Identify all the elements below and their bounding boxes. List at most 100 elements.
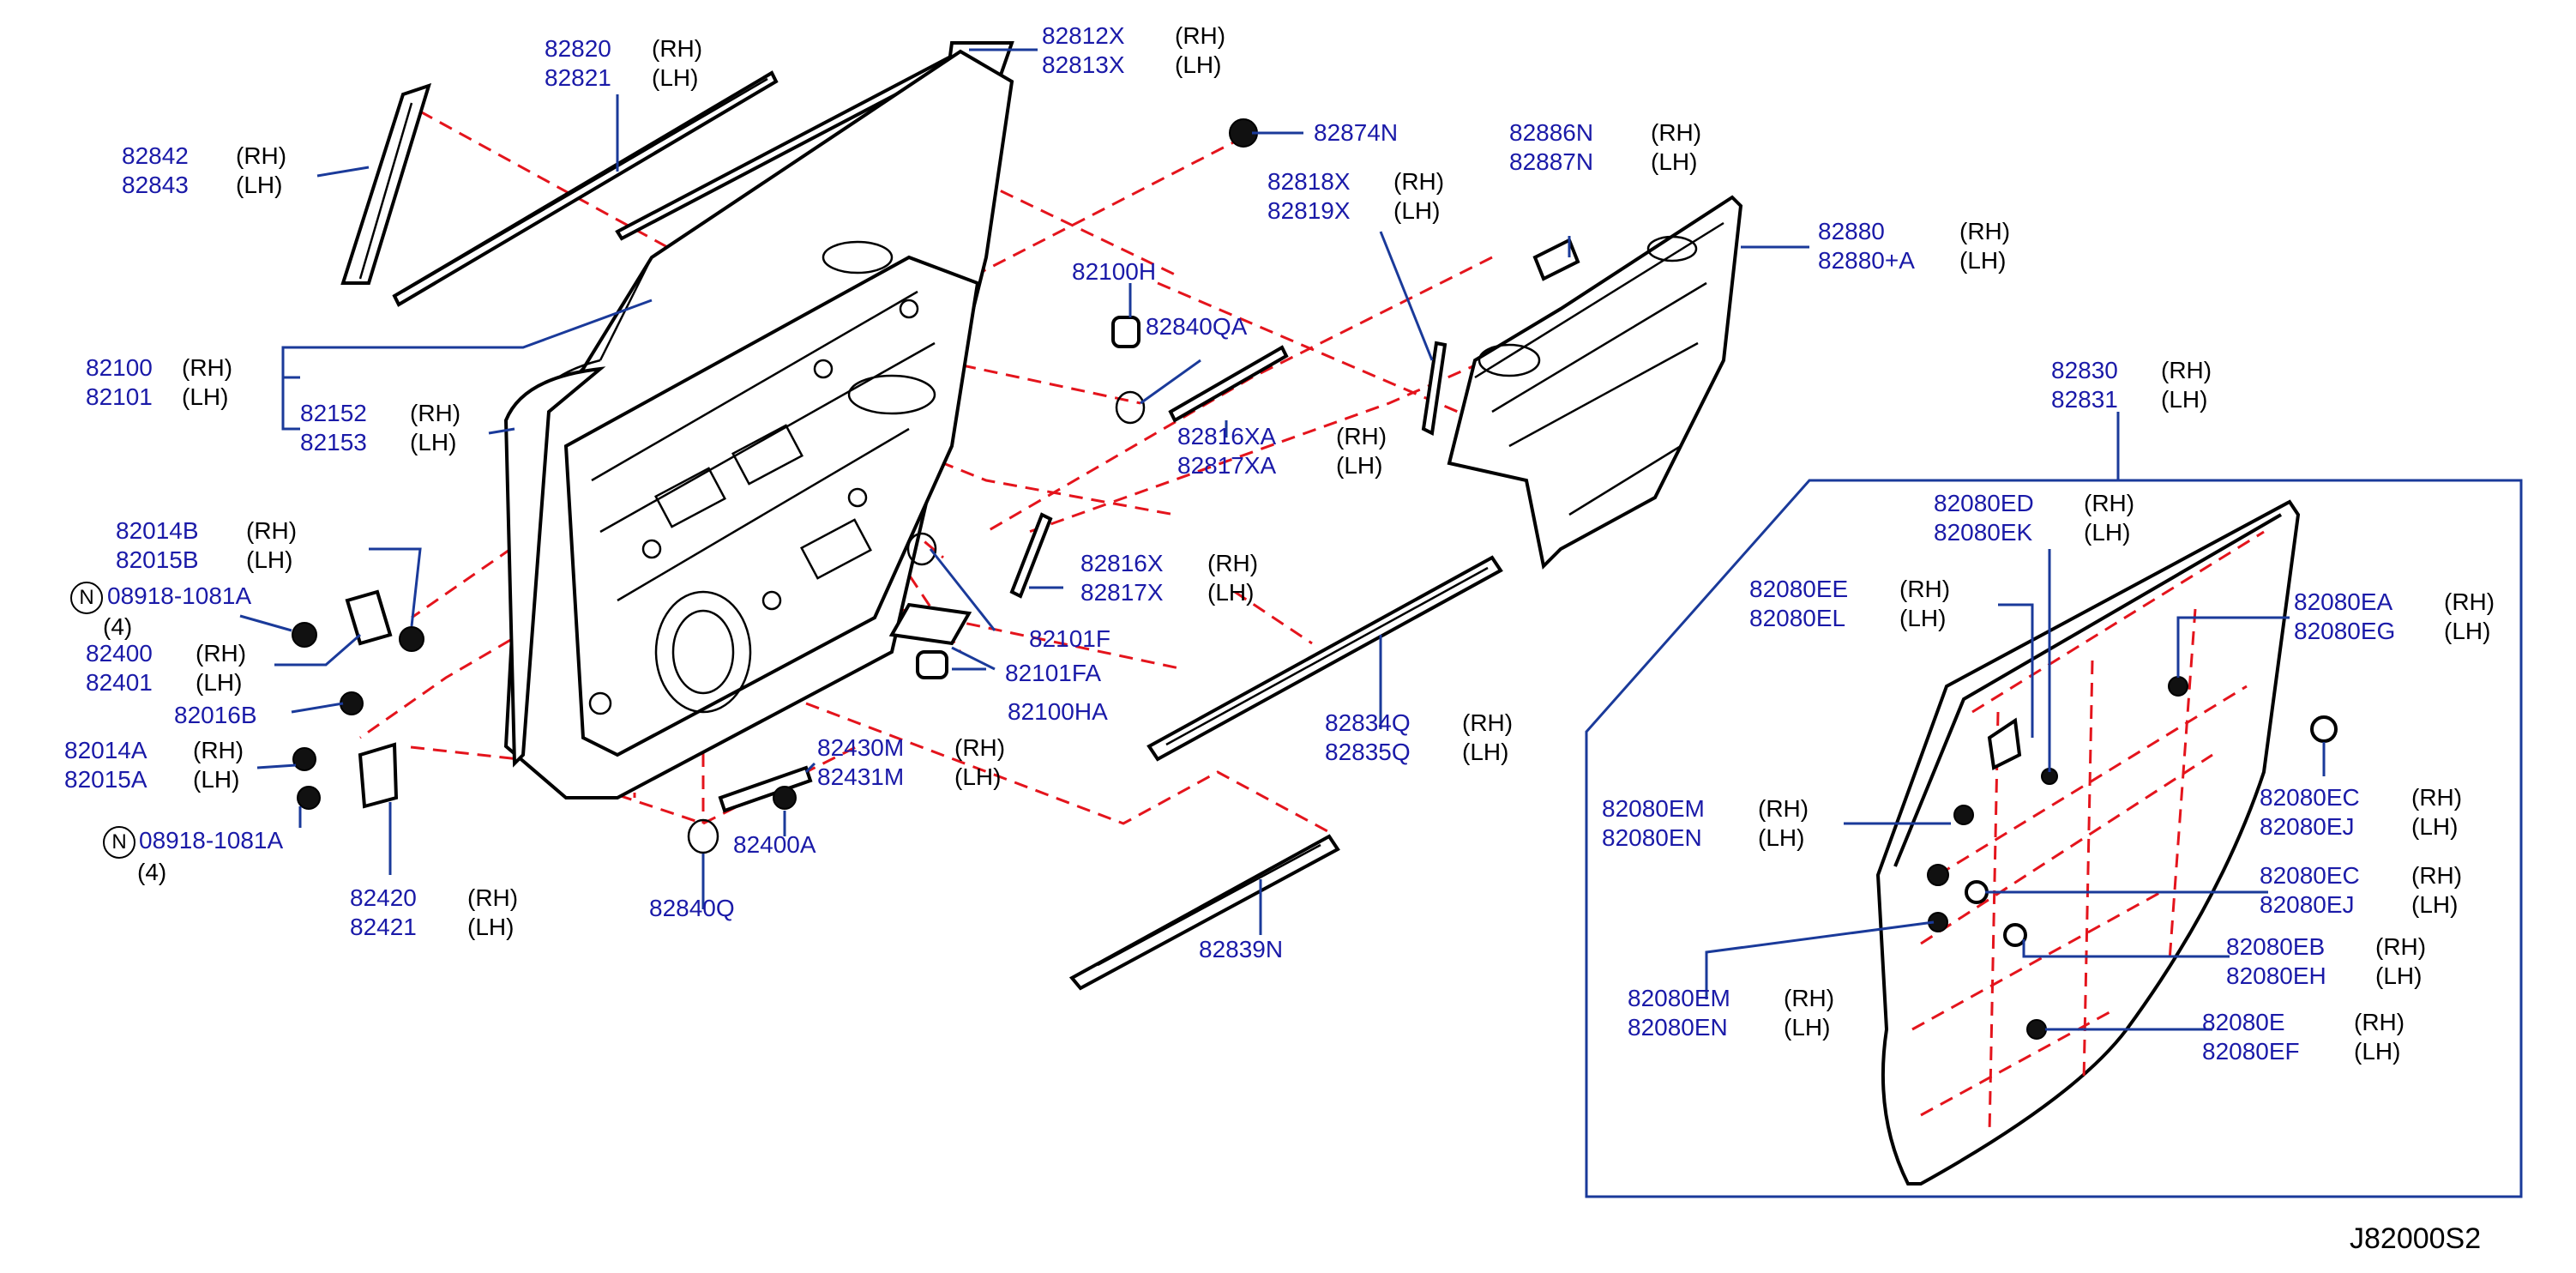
part-number-label: 82080EG bbox=[2294, 618, 2396, 644]
part-number-label: 82842 bbox=[122, 142, 189, 169]
part-number-label: 82819X bbox=[1267, 197, 1351, 224]
part-number-label: 82153 bbox=[300, 429, 367, 456]
side-designation: (RH) bbox=[246, 517, 298, 544]
door-shell bbox=[503, 49, 1014, 799]
part-number-label: 82080EC bbox=[2260, 784, 2360, 811]
part-number-label: 82080EK bbox=[1934, 519, 2033, 546]
part-number-label: 82080EL bbox=[1749, 605, 1846, 631]
side-designation: (LH) bbox=[2161, 386, 2208, 413]
part-number-label: 82080E bbox=[2202, 1009, 2285, 1035]
side-designation: (LH) bbox=[1207, 579, 1255, 606]
side-designation: (RH) bbox=[2375, 933, 2427, 960]
side-designation: (LH) bbox=[1462, 739, 1509, 765]
part-number-label: 82101F bbox=[1029, 625, 1110, 652]
side-designation: (LH) bbox=[1959, 247, 2007, 274]
side-designation: (RH) bbox=[1959, 218, 2011, 244]
side-designation: (LH) bbox=[410, 429, 457, 456]
side-designation: (LH) bbox=[196, 669, 243, 696]
part-number-label: 82816XA bbox=[1177, 423, 1277, 449]
part-number-label: 82835Q bbox=[1325, 739, 1411, 765]
side-designation: (LH) bbox=[2375, 962, 2423, 989]
part-number-label: 82016B bbox=[174, 702, 257, 728]
part-number-label: 82821 bbox=[545, 64, 611, 91]
side-designation: (RH) bbox=[236, 142, 287, 169]
side-designation: (LH) bbox=[2411, 891, 2459, 918]
side-designation: (RH) bbox=[1175, 22, 1226, 49]
part-number-label: 82080EA bbox=[2294, 588, 2393, 615]
part-number-label: 82817X bbox=[1080, 579, 1164, 606]
part-number-label: 82839N bbox=[1199, 936, 1284, 962]
part-number-label: 82880 bbox=[1818, 218, 1885, 244]
part-number-label: 82813X bbox=[1042, 51, 1125, 78]
part-number-label: 82100H bbox=[1072, 258, 1157, 285]
side-designation: (LH) bbox=[2354, 1038, 2401, 1065]
part-number-label: 82080EN bbox=[1628, 1014, 1728, 1041]
part-number-label: 82101 bbox=[86, 383, 153, 410]
fastener-symbol: N bbox=[79, 586, 94, 609]
side-designation: (LH) bbox=[2444, 618, 2491, 644]
side-designation: (LH) bbox=[182, 383, 229, 410]
side-designation: (LH) bbox=[1336, 452, 1383, 479]
side-designation: (LH) bbox=[1899, 605, 1947, 631]
part-number-label: 82080EJ bbox=[2260, 813, 2355, 840]
side-designation: (RH) bbox=[954, 734, 1006, 761]
fastener-symbol: N bbox=[111, 830, 127, 854]
outer-panel bbox=[503, 366, 606, 768]
part-number-label: 82840QA bbox=[1146, 313, 1248, 340]
side-designation: (RH) bbox=[2084, 490, 2135, 516]
side-designation: (RH) bbox=[1462, 709, 1514, 736]
side-designation: (RH) bbox=[1336, 423, 1387, 449]
side-designation: (RH) bbox=[1207, 550, 1259, 576]
side-designation: (LH) bbox=[1784, 1014, 1831, 1041]
fastener-part-number: 08918-1081A bbox=[139, 827, 284, 854]
side-designation: (RH) bbox=[1393, 168, 1445, 195]
hinges-and-bolts bbox=[292, 589, 424, 810]
part-number-label: 82830 bbox=[2051, 357, 2118, 383]
part-number-label: 82015B bbox=[116, 546, 199, 573]
side-designation: (RH) bbox=[1899, 576, 1951, 602]
side-designation: (LH) bbox=[246, 546, 293, 573]
part-number-label: 82080EH bbox=[2226, 962, 2326, 989]
part-number-label: 82080EE bbox=[1749, 576, 1849, 602]
side-designation: (RH) bbox=[2161, 357, 2212, 383]
door-weatherstrip bbox=[1875, 499, 2338, 1186]
part-number-label: 82420 bbox=[350, 884, 417, 911]
part-number-label: 82015A bbox=[64, 766, 147, 793]
part-number-label: 82100 bbox=[86, 354, 153, 381]
part-number-label: 82101FA bbox=[1005, 660, 1102, 686]
fastener-part-number: 08918-1081A bbox=[107, 582, 252, 609]
part-number-label: 82817XA bbox=[1177, 452, 1277, 479]
n-symbol-icon: N bbox=[103, 826, 135, 859]
side-designation: (RH) bbox=[196, 640, 247, 667]
side-designation: (RH) bbox=[1758, 795, 1809, 822]
part-number-label: 82421 bbox=[350, 914, 417, 940]
side-designation: (LH) bbox=[2411, 813, 2459, 840]
side-designation: (LH) bbox=[652, 64, 699, 91]
side-designation: (RH) bbox=[2411, 784, 2463, 811]
part-number-label: 82834Q bbox=[1325, 709, 1411, 736]
side-designation: (LH) bbox=[236, 172, 283, 198]
door-trim-panel bbox=[1447, 195, 1743, 570]
belt-weatherstrips bbox=[1068, 555, 1503, 991]
part-number-label: 82080ED bbox=[1934, 490, 2034, 516]
part-number-label: 82820 bbox=[545, 35, 611, 62]
part-number-label: 82080EM bbox=[1602, 795, 1705, 822]
side-designation: (LH) bbox=[954, 763, 1002, 790]
n-symbol-icon: N bbox=[70, 582, 103, 614]
leader-lines bbox=[239, 48, 2326, 1031]
side-designation: (LH) bbox=[1758, 824, 1805, 851]
side-designation: (RH) bbox=[652, 35, 703, 62]
part-number-label: 82843 bbox=[122, 172, 189, 198]
part-number-label: 82880+A bbox=[1818, 247, 1915, 274]
side-designation: (RH) bbox=[193, 737, 244, 763]
part-number-label: 82080EB bbox=[2226, 933, 2326, 960]
part-number-label: 82840Q bbox=[649, 895, 735, 921]
diagram-code: J82000S2 bbox=[2350, 1222, 2482, 1255]
fastener-quantity: (4) bbox=[137, 859, 167, 885]
part-number-label: 82400A bbox=[733, 831, 816, 858]
side-designation: (RH) bbox=[1784, 985, 1835, 1011]
side-designation: (RH) bbox=[2444, 588, 2495, 615]
part-number-label: 82100HA bbox=[1008, 698, 1108, 725]
